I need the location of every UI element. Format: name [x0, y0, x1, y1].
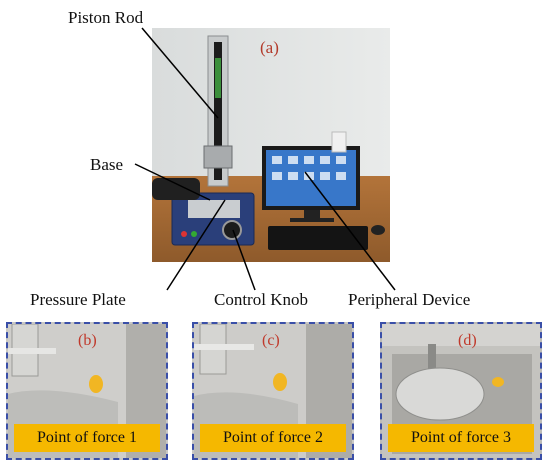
label-base: Base	[90, 155, 124, 174]
panel-d: (d) Point of force 3	[380, 322, 542, 460]
caption-point-of-force-2: Point of force 2	[200, 424, 346, 452]
panel-tag-d: (d)	[458, 332, 477, 349]
leader-line-piston-rod	[141, 27, 219, 119]
panel-tag-a: (a)	[260, 38, 279, 57]
leader-line-control-knob	[232, 229, 256, 291]
label-control-knob: Control Knob	[214, 290, 308, 309]
main-photo-drawing	[152, 28, 390, 262]
label-peripheral-device: Peripheral Device	[348, 290, 471, 309]
leader-line-pressure-plate	[166, 199, 226, 291]
label-piston-rod: Piston Rod	[68, 8, 144, 27]
panel-tag-b: (b)	[78, 332, 97, 349]
leader-line-base	[134, 163, 211, 201]
panel-b: (b) Point of force 1	[6, 322, 168, 460]
panel-c: (c) Point of force 2	[192, 322, 354, 460]
main-photo: (a)	[152, 28, 390, 262]
caption-point-of-force-1: Point of force 1	[14, 424, 160, 452]
panel-tag-c: (c)	[262, 332, 280, 349]
caption-point-of-force-3: Point of force 3	[388, 424, 534, 452]
leader-line-peripheral-device	[304, 171, 396, 291]
label-pressure-plate: Pressure Plate	[30, 290, 126, 309]
